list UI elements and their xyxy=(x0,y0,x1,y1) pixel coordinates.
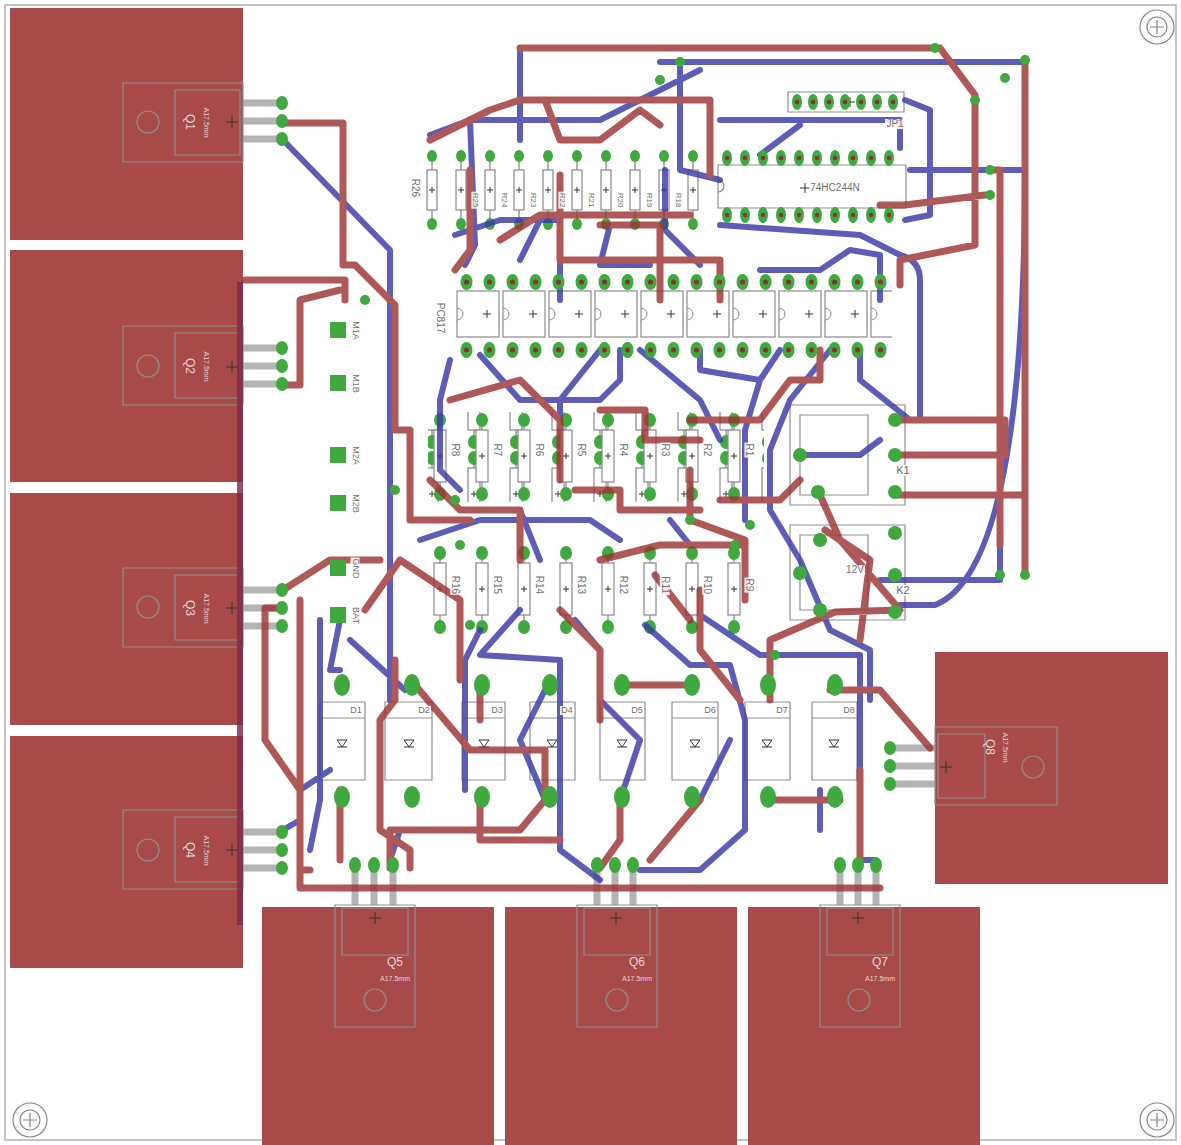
part-label: R13 xyxy=(576,575,586,595)
part-label: M2A xyxy=(350,445,359,466)
part-label: D1 xyxy=(349,706,363,715)
optocoupler-pads xyxy=(455,340,892,360)
part-label: R3 xyxy=(660,443,670,458)
part-label: R24 xyxy=(500,192,508,209)
part-label: A17.5mm xyxy=(1003,731,1010,763)
part-label: JP1 xyxy=(885,119,904,129)
part-label: R15 xyxy=(492,575,502,595)
part-label: D6 xyxy=(703,706,717,715)
part-label: R8 xyxy=(450,443,460,458)
part-label: R22 xyxy=(558,192,566,209)
pad-row xyxy=(455,272,892,292)
part-label: M2B xyxy=(350,493,359,514)
part-label: R12 xyxy=(618,575,628,595)
part-label: R18 xyxy=(674,192,682,209)
ground-rail xyxy=(237,282,243,925)
part-label: A17.5mm xyxy=(204,834,211,866)
part-label: R16 xyxy=(450,575,460,595)
part-label: R9 xyxy=(744,578,754,593)
optocoupler-row xyxy=(455,290,892,340)
part-label: Q7 xyxy=(871,956,889,968)
part-label: D4 xyxy=(560,706,574,715)
pad-row xyxy=(718,148,898,168)
part-label: M1A xyxy=(350,320,359,341)
part-label: Q8 xyxy=(984,738,996,756)
part-label: K1 xyxy=(895,465,910,476)
header-pads xyxy=(789,92,901,112)
part-label: PC817 xyxy=(435,302,445,335)
ic-pads xyxy=(718,205,898,225)
part-label: R2 xyxy=(702,443,712,458)
part-label: BAT xyxy=(351,606,360,625)
ic-pads xyxy=(718,148,898,168)
part-label: Q6 xyxy=(628,956,646,968)
bottom-traces xyxy=(240,48,1025,925)
part-label: D2 xyxy=(417,706,431,715)
pad-row xyxy=(789,92,901,112)
part-label: Q1 xyxy=(184,113,196,131)
part-label: K2 xyxy=(895,585,910,596)
part-label: 74HC244N xyxy=(809,183,860,193)
copper-pour xyxy=(10,8,1168,1145)
part-label: R14 xyxy=(534,575,544,595)
pad-row xyxy=(455,340,892,360)
part-label: D3 xyxy=(490,706,504,715)
part-label: R7 xyxy=(492,443,502,458)
part-label: Q4 xyxy=(184,841,196,859)
optocoupler-pads xyxy=(455,272,892,292)
part-label: M1B xyxy=(350,373,359,394)
part-label: R11 xyxy=(660,575,670,595)
part-label: A17.5mm xyxy=(204,106,211,138)
part-label: R26 xyxy=(410,178,420,198)
part-label: GND xyxy=(351,557,360,579)
part-label: A17.5mm xyxy=(204,350,211,382)
diode-symbol xyxy=(337,740,839,747)
part-label: A17.5mm xyxy=(621,975,653,982)
part-label: A17.5mm xyxy=(204,592,211,624)
solder-pad xyxy=(276,43,1030,875)
bottom-trace xyxy=(283,48,1025,888)
part-label: R23 xyxy=(529,192,537,209)
part-label: R20 xyxy=(616,192,624,209)
part-label: 12V xyxy=(845,565,865,575)
part-label: Q5 xyxy=(386,956,404,968)
part-label: R21 xyxy=(587,192,595,209)
part-label: Q2 xyxy=(184,357,196,375)
part-label: A17.5mm xyxy=(379,975,411,982)
part-label: Q3 xyxy=(184,599,196,617)
part-label: R10 xyxy=(702,575,712,595)
part-label: R4 xyxy=(618,443,628,458)
pad-row xyxy=(718,205,898,225)
transistor-lead xyxy=(243,103,935,905)
part-label: D5 xyxy=(630,706,644,715)
part-label: R19 xyxy=(645,192,653,209)
part-label: R1 xyxy=(744,443,754,458)
optocoupler-bodies xyxy=(455,290,892,340)
part-label: A17.5mm xyxy=(864,975,896,982)
part-label: R25 xyxy=(471,192,479,209)
part-label: D7 xyxy=(775,706,789,715)
part-label: D8 xyxy=(842,706,856,715)
part-label: R6 xyxy=(534,443,544,458)
top-trace xyxy=(245,48,1025,888)
part-label: R5 xyxy=(576,443,586,458)
